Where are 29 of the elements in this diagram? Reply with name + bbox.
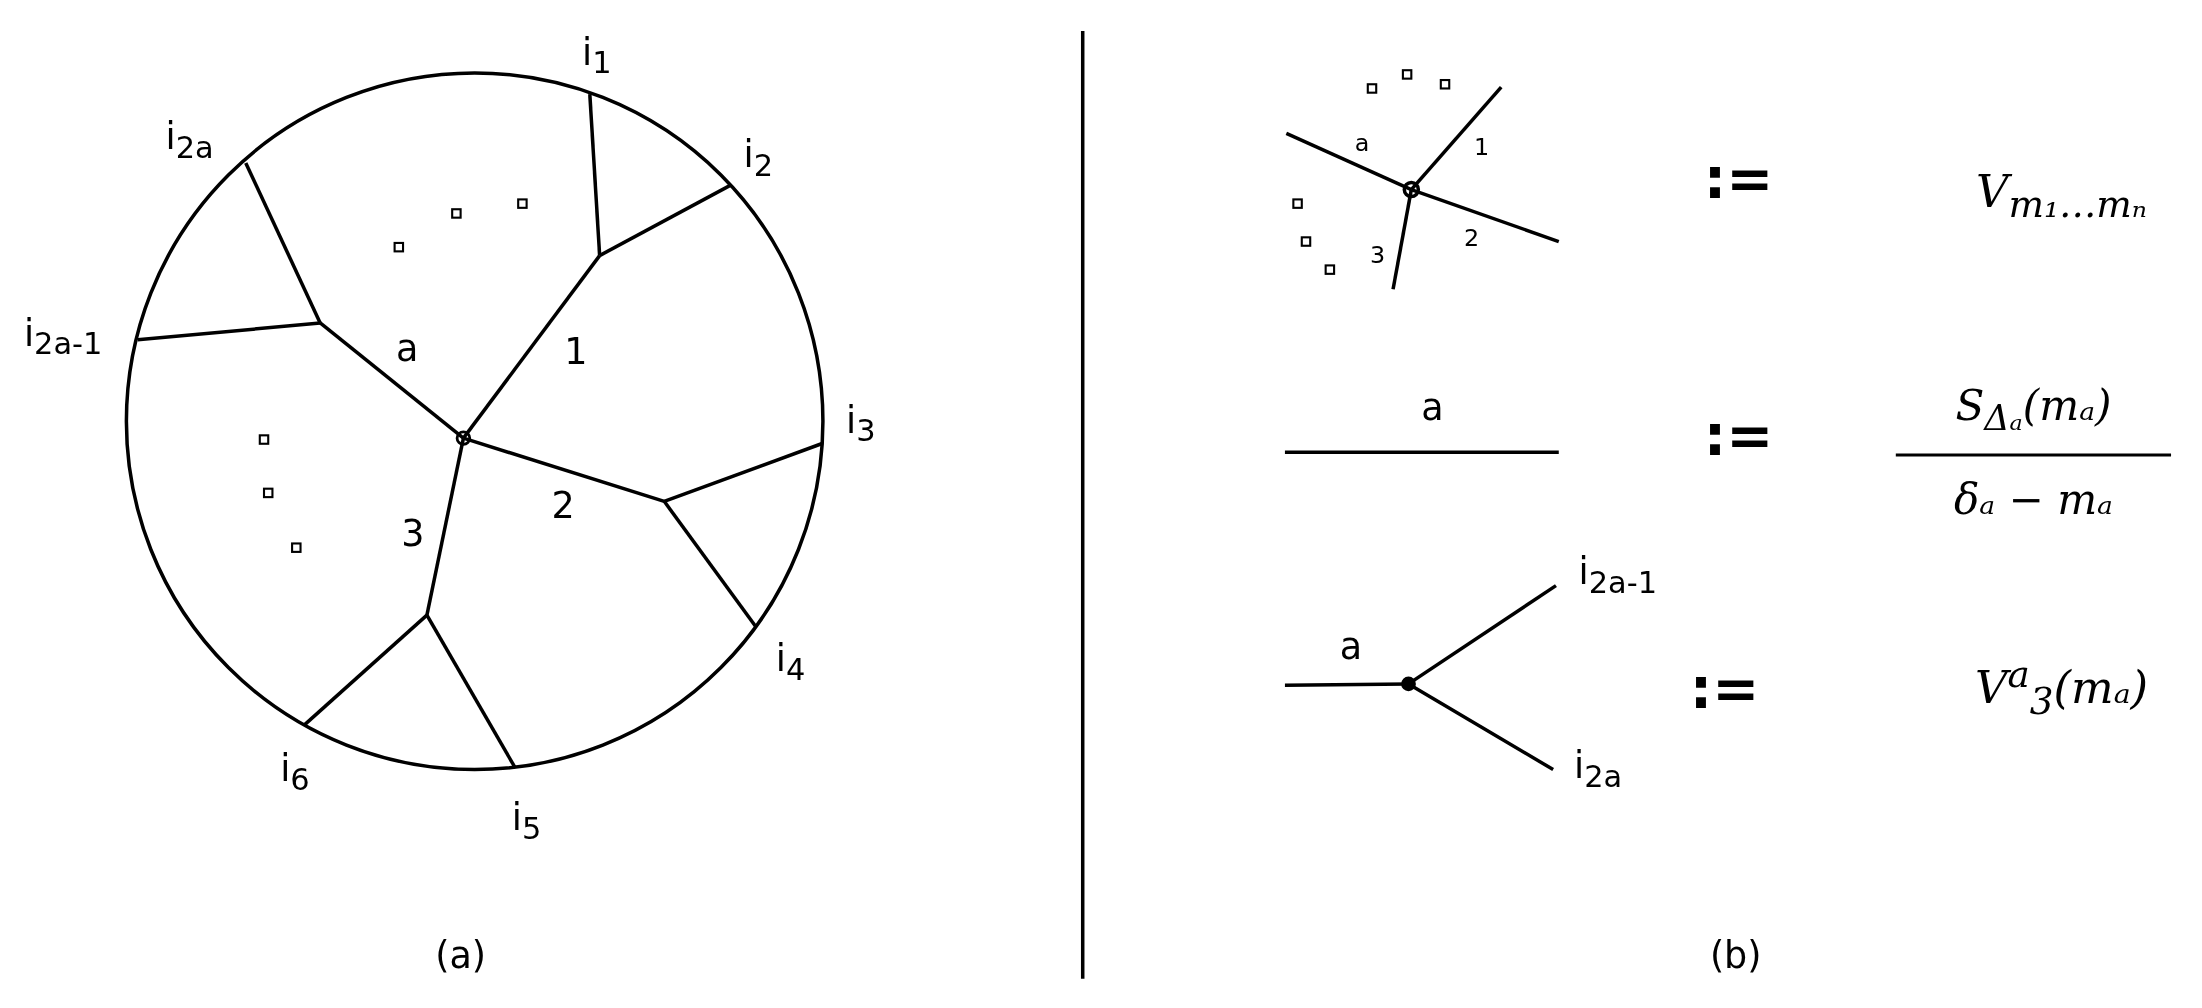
- panel-label: (a): [435, 936, 487, 974]
- line-label: a: [1421, 389, 1444, 426]
- leg-label: i$_{2a-1}$: [23, 314, 103, 360]
- formula: V$_{m₁…mₙ}$: [1976, 169, 2148, 225]
- formula: V$^{a}$$_{3}$(mₐ): [1974, 656, 2149, 721]
- region-label: 2: [1464, 226, 1480, 251]
- definition-sign: :=: [1703, 150, 1774, 207]
- leg-label: i$_{6}$: [280, 750, 310, 795]
- leg-label: i$_{3}$: [846, 401, 876, 447]
- leg-label: i$_{5}$: [511, 799, 542, 844]
- formula-numerator: S$_{Δₐ}$(mₐ): [1955, 384, 2112, 436]
- region-label: 2: [551, 487, 575, 524]
- leg-label: i$_{2a}$: [1574, 747, 1623, 792]
- leg-label: i$_{2a}$: [165, 118, 214, 163]
- definition-sign: :=: [1703, 407, 1774, 464]
- leg-label: i$_{4}$: [775, 640, 806, 686]
- region-label: 1: [1473, 135, 1490, 160]
- region-label: 3: [1370, 243, 1386, 268]
- definition-sign: :=: [1689, 660, 1760, 717]
- leg-label: i$_{2a-1}$: [1578, 553, 1657, 599]
- region-label: a: [1354, 131, 1370, 156]
- leg-label: i$_{1}$: [582, 33, 612, 79]
- leg-label: i$_{2}$: [743, 136, 774, 182]
- line-label: a: [1339, 627, 1363, 665]
- panel-label: (b): [1709, 936, 1762, 974]
- region-label: 3: [401, 515, 425, 552]
- region-label: a: [396, 330, 419, 367]
- formula-denominator: δₐ − mₐ: [1953, 478, 2113, 521]
- region-label: 1: [564, 332, 588, 370]
